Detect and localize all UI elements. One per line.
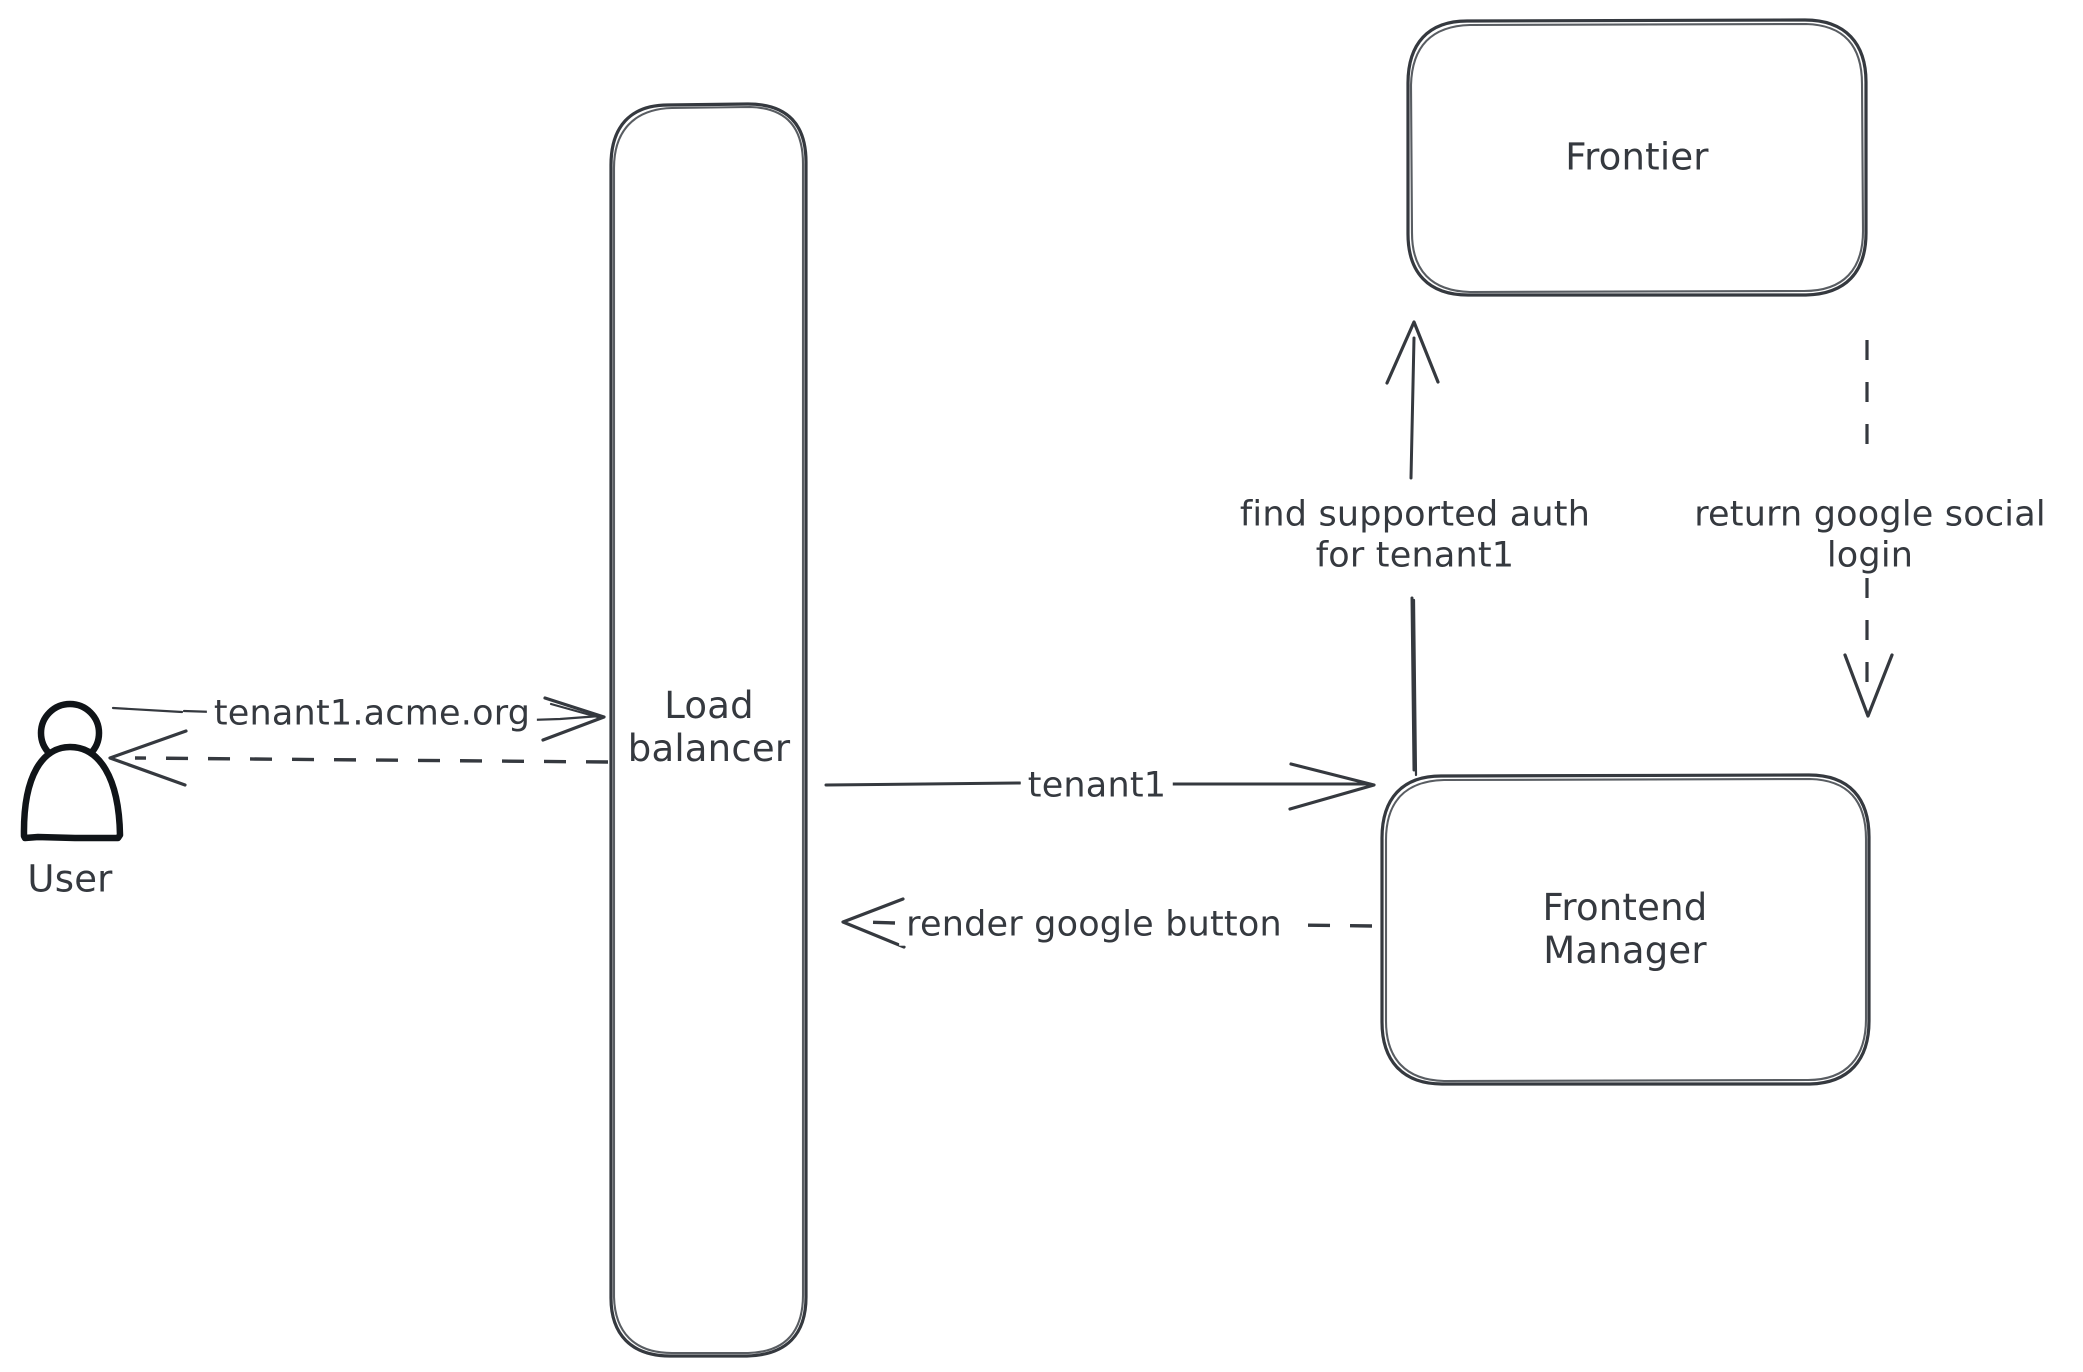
node-frontend-manager-label-line2: Manager xyxy=(1543,929,1707,972)
node-frontend-manager-shape xyxy=(1380,773,1871,1086)
edge-lb-to-fm-line xyxy=(824,762,1376,811)
node-load-balancer-shape xyxy=(609,102,808,1358)
node-frontend-manager-label-line1: Frontend xyxy=(1542,886,1708,930)
edge-fm-to-lb-line xyxy=(841,897,1373,949)
edge-label-frontier-to-fm-line1: return google social xyxy=(1694,494,2046,535)
edge-label-fm-to-frontier-line1: find supported auth xyxy=(1239,494,1591,535)
node-load-balancer-label-line1: Load xyxy=(664,684,754,728)
edge-label-frontier-to-fm: return google social login xyxy=(1687,494,2053,576)
actor-user-icon xyxy=(20,700,124,842)
node-frontier-shape xyxy=(1406,18,1868,297)
node-frontend-manager-label: Frontend Manager xyxy=(1542,886,1708,973)
edge-label-lb-to-fm: tenant1 xyxy=(1020,765,1174,807)
node-frontier-label: Frontier xyxy=(1565,135,1709,179)
node-load-balancer-label: Load balancer xyxy=(627,684,791,771)
edge-label-frontier-to-fm-line2: login xyxy=(1826,535,1914,575)
edge-label-user-to-lb: tenant1.acme.org xyxy=(206,693,538,735)
edge-label-fm-to-frontier: find supported auth for tenant1 xyxy=(1232,494,1598,576)
edge-label-fm-to-frontier-line2: for tenant1 xyxy=(1315,535,1515,575)
edge-frontier-to-fm-line xyxy=(1843,340,1894,718)
actor-user-label: User xyxy=(27,857,113,901)
edge-label-fm-to-lb: render google button xyxy=(899,904,1289,946)
node-load-balancer-label-line2: balancer xyxy=(627,727,791,770)
edge-fm-to-frontier-line xyxy=(1385,320,1440,777)
edge-lb-to-user-line xyxy=(108,729,609,787)
